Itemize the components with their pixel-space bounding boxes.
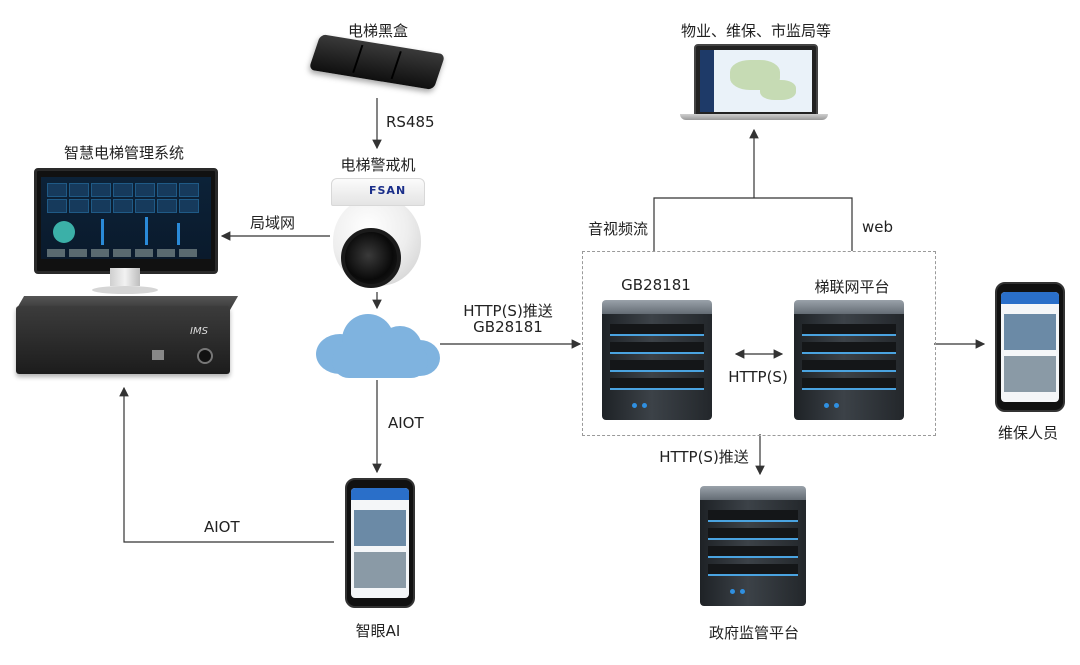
monitor-stand [110,268,140,286]
camera-brand: FSAN [369,184,407,197]
edge-aiot-left [119,386,334,543]
laptop-base [680,114,828,120]
label-gov-platform: 政府监管平台 [708,624,800,642]
label-elevator-alarm: 电梯警戒机 [340,156,416,174]
label-gb-server: GB28181 [621,276,691,294]
edge-av-web [653,197,853,251]
monitor [34,168,218,274]
label-platform-server: 梯联网平台 [814,278,890,296]
server-group [582,251,936,436]
label-aiot-left: AIOT [204,518,240,536]
label-rs485: RS485 [386,113,435,131]
label-push-gov: HTTP(S)推送 [659,448,749,466]
gb-server-icon [602,300,712,420]
label-smart-system: 智慧电梯管理系统 [63,144,185,162]
label-https-mid: HTTP(S) [728,368,788,386]
dome-camera: FSAN [331,178,425,290]
label-maintenance: 维保人员 [997,424,1059,442]
camera-lens [341,228,401,288]
usb-port-icon [152,350,164,360]
host-box [16,306,230,374]
label-push-gb: GB28181 [473,318,543,336]
label-web: web [862,218,894,236]
cloud-icon [316,308,440,378]
label-aiot-down: AIOT [388,414,424,432]
label-push: HTTP(S)推送 [463,302,553,320]
label-property: 物业、维保、市监局等 [680,22,832,40]
label-black-box: 电梯黑盒 [347,22,409,40]
smart-eye-phone [345,478,415,608]
platform-server-icon [794,300,904,420]
label-lan: 局域网 [250,214,296,232]
maintenance-phone [995,282,1065,412]
label-smart-eye: 智眼AI [355,622,401,640]
monitor-base [92,286,158,294]
power-button-icon [197,348,213,364]
host-logo: IMS [190,326,208,337]
label-av-stream: 音视频流 [588,220,649,238]
gov-server-icon [700,486,806,606]
laptop [694,44,818,118]
